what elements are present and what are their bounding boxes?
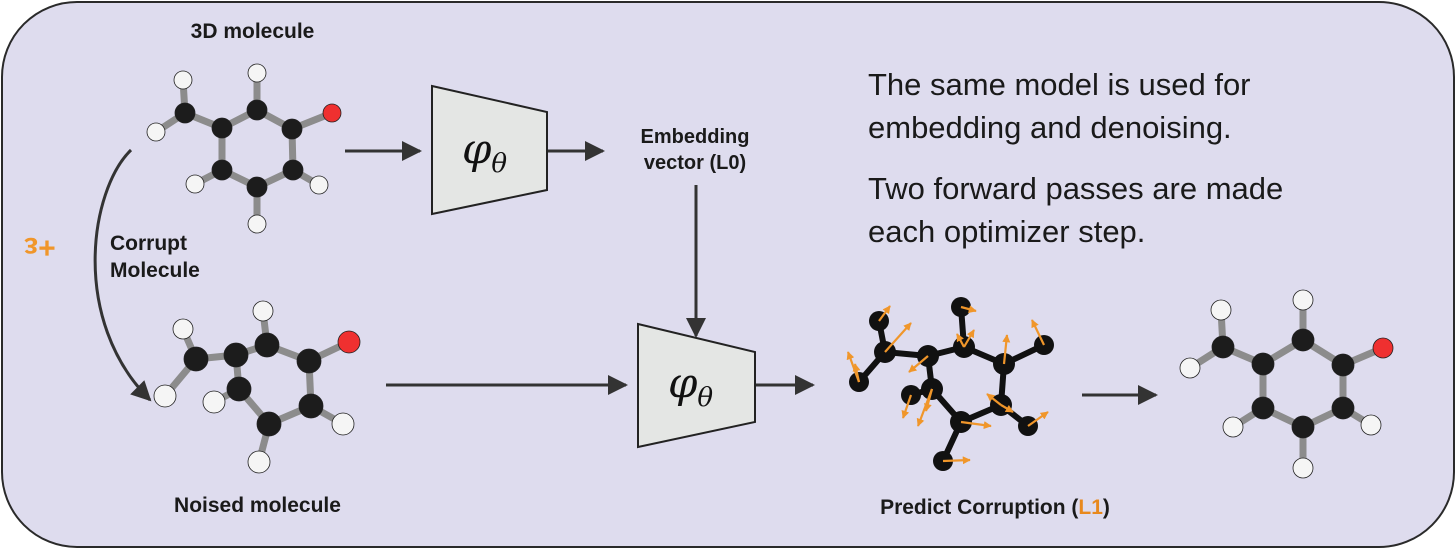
label-predict-suffix: ) [1102,496,1110,519]
encoder-symbol-top: φθ [462,124,507,179]
note-text-2: Two forward passes are made each optimiz… [868,171,1284,249]
molecule-noised-atoms [153,300,361,474]
label-predict-prefix: Predict Corruption ( [880,496,1079,519]
corrupt-curved-arrow [93,148,152,402]
epsilon-label: +ε [24,231,56,264]
encoder-symbol-bottom-sub: θ [697,383,714,414]
note-text-1: The same model is used for embedding and… [868,67,1251,145]
encoder-block-top [431,84,548,216]
label-corrupt-line2: Molecule [110,259,200,283]
encoder-symbol-bottom-phi: φ [668,358,698,407]
label-3d-molecule: 3D molecule [190,20,315,43]
label-corrupt-molecule: Corrupt Molecule [110,230,200,285]
force-arrows [846,305,1049,465]
encoder-symbol-bottom: φθ [668,358,713,413]
molecule-denoised-atoms [1179,289,1394,479]
label-predict-corruption: Predict Corruption (L1) [830,494,1160,521]
label-predict-accent: L1 [1078,496,1103,519]
encoder-symbol-top-phi: φ [462,124,492,173]
label-corrupt-line1: Corrupt [110,232,187,255]
molecule-original-atoms [146,63,342,234]
label-embedding-line1: Embedding [640,126,750,148]
label-embedding-vector: Embedding vector (L0) [610,124,780,176]
encoder-symbol-top-sub: θ [491,149,508,180]
label-embedding-line2: vector (L0) [643,152,747,174]
encoder-block-bottom [637,322,756,449]
label-noised-molecule: Noised molecule [174,494,341,517]
